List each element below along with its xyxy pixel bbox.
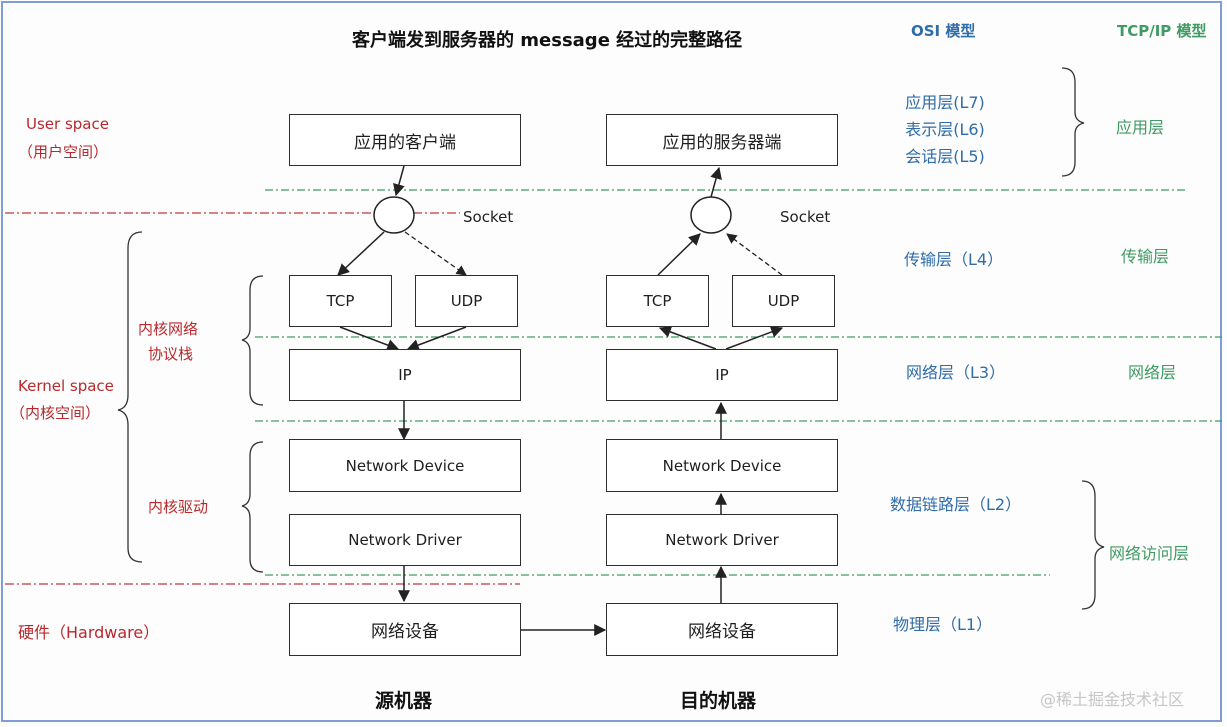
kernel-driver-label: 内核驱动	[148, 498, 209, 516]
osi-datalink-layer: 数据链路层（L2）	[890, 495, 1022, 514]
kernel-stack-label-line1: 内核网络	[138, 320, 199, 338]
source-network-driver-box: Network Driver	[289, 514, 521, 566]
source-socket-to-udp-arrow	[404, 231, 467, 276]
dest-ip-box: IP	[606, 349, 838, 401]
source-socket-label: Socket	[463, 208, 514, 226]
diagram-title: 客户端发到服务器的 message 经过的完整路径	[352, 30, 743, 51]
tcpip-application-brace	[1061, 67, 1085, 177]
dest-socket-to-app-arrow	[710, 166, 722, 198]
source-tcp-box: TCP	[289, 275, 392, 327]
dest-network-hardware-box: 网络设备	[606, 603, 838, 656]
source-ip-box: IP	[289, 349, 521, 401]
user-space-cn-label: （用户空间）	[18, 143, 109, 161]
kernel-stack-brace	[241, 275, 264, 406]
source-socket-to-tcp-arrow	[337, 231, 385, 276]
source-app-client-box: 应用的客户端	[289, 114, 521, 166]
osi-model-header: OSI 模型	[911, 22, 976, 40]
tcpip-model-header: TCP/IP 模型	[1117, 22, 1207, 40]
dest-app-server-box: 应用的服务器端	[606, 114, 838, 166]
dest-ip-to-tcp-arrow	[658, 326, 717, 350]
dest-tcp-to-socket-arrow	[657, 233, 701, 276]
dest-network-driver-box: Network Driver	[606, 514, 838, 566]
watermark-text: @稀土掘金技术社区	[1040, 690, 1185, 709]
osi-transport-layer: 传输层（L4）	[904, 250, 1004, 269]
dest-machine-label: 目的机器	[680, 690, 757, 712]
tcpip-application-layer: 应用层	[1116, 118, 1165, 137]
hardware-label: 硬件（Hardware）	[18, 623, 160, 642]
kernel-space-cn-label: （内核空间）	[10, 404, 101, 422]
dest-socket-circle	[690, 196, 732, 234]
tcpip-access-brace	[1081, 480, 1105, 610]
dest-udp-box: UDP	[732, 275, 835, 327]
source-app-to-socket-arrow	[393, 165, 405, 197]
osi-application-layer: 应用层(L7)	[905, 93, 985, 112]
kernel-space-label: Kernel space	[18, 377, 114, 395]
dest-ip-to-udp-arrow	[725, 326, 784, 350]
dest-udp-to-socket-arrow	[726, 233, 783, 276]
source-network-device-box: Network Device	[289, 439, 521, 492]
source-network-hardware-box: 网络设备	[289, 603, 521, 656]
dest-socket-label: Socket	[780, 208, 831, 226]
osi-network-layer: 网络层（L3）	[906, 363, 1006, 382]
osi-presentation-layer: 表示层(L6)	[905, 120, 985, 139]
source-machine-label: 源机器	[375, 690, 433, 712]
source-tcp-to-ip-arrow	[339, 326, 400, 351]
source-udp-box: UDP	[415, 275, 518, 327]
source-udp-to-ip-arrow	[406, 326, 467, 351]
osi-session-layer: 会话层(L5)	[905, 147, 985, 166]
dest-tcp-box: TCP	[606, 275, 709, 327]
kernel-stack-label-line2: 协议栈	[148, 345, 194, 363]
kernel-space-brace	[117, 231, 143, 563]
user-space-label: User space	[26, 115, 109, 133]
tcpip-transport-layer: 传输层	[1121, 247, 1170, 266]
source-socket-circle	[373, 196, 415, 234]
tcpip-access-layer: 网络访问层	[1109, 544, 1190, 563]
osi-physical-layer: 物理层（L1）	[893, 615, 993, 634]
tcpip-network-layer: 网络层	[1128, 363, 1177, 382]
kernel-driver-brace	[241, 441, 264, 573]
dest-network-device-box: Network Device	[606, 439, 838, 492]
